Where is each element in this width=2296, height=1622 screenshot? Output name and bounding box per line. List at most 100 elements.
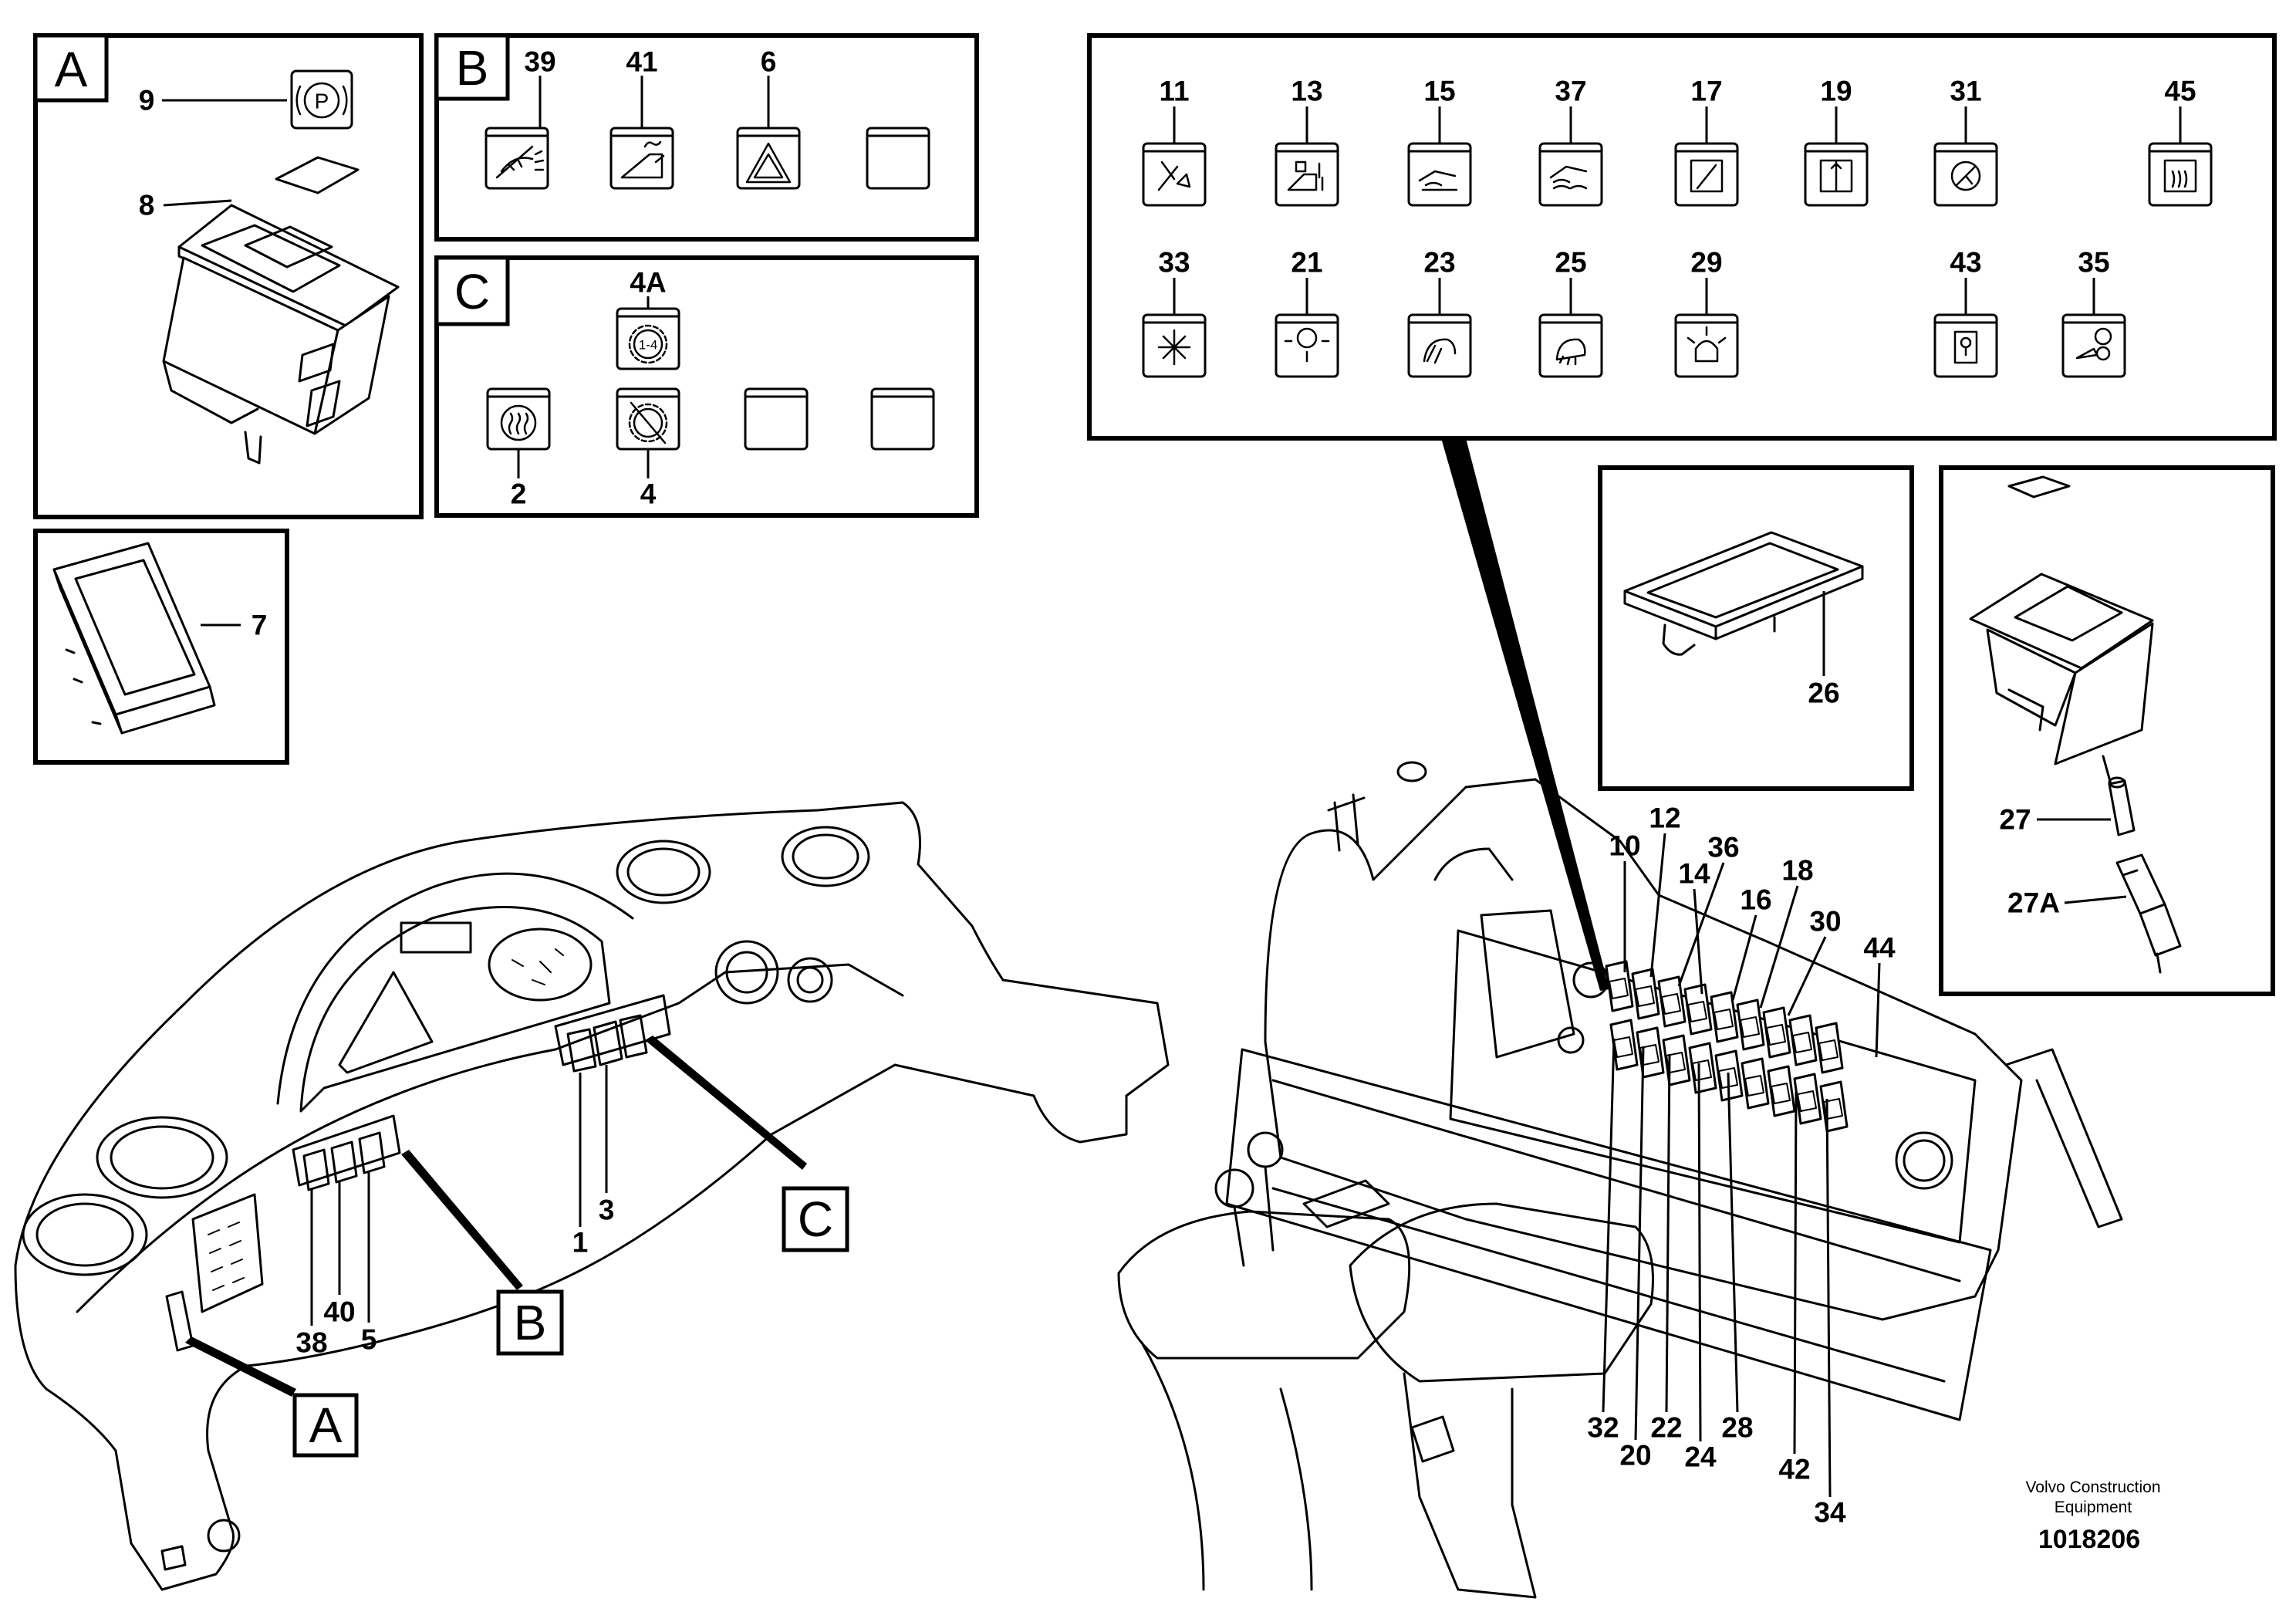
callout-6: 6 xyxy=(761,46,777,78)
callout-30: 30 xyxy=(1809,906,1841,938)
dash-tag-b-box xyxy=(496,1289,564,1356)
callout-43: 43 xyxy=(1950,247,1981,279)
dash-tag-c: C xyxy=(798,1191,833,1247)
panel-c: C 4A 1-4 2 4 xyxy=(434,255,979,518)
bulb-holder-drawing xyxy=(2115,853,2182,974)
panel-c-frame xyxy=(434,255,979,518)
callout-42: 42 xyxy=(1778,1454,1810,1485)
symbol-panel-pointer xyxy=(1441,438,1609,991)
switch-29-icon xyxy=(1674,313,1739,378)
callout-44: 44 xyxy=(1863,932,1896,964)
switch-symbol-25: 25 xyxy=(1538,247,1603,378)
switch-with-bulb-drawing xyxy=(1969,475,2154,786)
leader-27a xyxy=(2064,895,2127,904)
blank-switch-b xyxy=(866,127,930,190)
leader-12 xyxy=(1649,833,1666,978)
switch-43-icon xyxy=(1933,313,1998,378)
panel-a-tag: A xyxy=(55,42,88,97)
panel-26: 26 xyxy=(1598,465,1914,791)
switch-symbol-21: 21 xyxy=(1275,247,1339,378)
blank-switch-c2 xyxy=(870,387,935,451)
callout-8: 8 xyxy=(139,190,155,221)
panel-c-tag: C xyxy=(454,264,490,319)
leader-36 xyxy=(1677,862,1725,987)
callout-41: 41 xyxy=(626,46,657,78)
company-name-line-2: Equipment xyxy=(2055,1499,2132,1516)
panel-c-tag-box xyxy=(434,255,510,326)
callout-31: 31 xyxy=(1950,76,1981,107)
gear-selector-switch-symbol: 1-4 xyxy=(616,307,680,370)
callout-15: 15 xyxy=(1423,76,1455,107)
callout-4: 4 xyxy=(640,478,657,510)
switch-symbol-17: 17 xyxy=(1674,76,1739,207)
panel-27-frame xyxy=(1939,465,2275,996)
callout-17: 17 xyxy=(1690,76,1722,107)
callout-45: 45 xyxy=(2164,76,2196,107)
leader-16 xyxy=(1731,914,1757,1001)
callout-34: 34 xyxy=(1814,1497,1846,1529)
pointer-a xyxy=(185,1336,296,1397)
callout-16: 16 xyxy=(1740,884,1771,916)
callout-32: 32 xyxy=(1587,1412,1619,1444)
switch-17-icon xyxy=(1674,142,1739,207)
drawing-number: 1018206 xyxy=(2038,1525,2140,1554)
panel-b-tag: B xyxy=(456,40,489,96)
callout-12: 12 xyxy=(1649,803,1680,834)
callout-29: 29 xyxy=(1690,247,1722,279)
panel-b: B 39 41 6 xyxy=(434,33,979,242)
leader-8 xyxy=(163,199,232,207)
switch-symbol-13: 13 xyxy=(1275,76,1339,207)
front-wiper-switch-symbol xyxy=(485,127,549,190)
leader-44 xyxy=(1875,962,1881,1058)
panel-7-frame xyxy=(33,529,289,765)
callout-28: 28 xyxy=(1721,1412,1753,1444)
blank-switch-c1 xyxy=(744,387,809,451)
dash-tag-b: B xyxy=(514,1295,547,1350)
callout-5: 5 xyxy=(361,1324,377,1356)
panel-27: 27 27A xyxy=(1939,465,2275,996)
switch-symbol-11: 11 xyxy=(1142,76,1207,207)
callout-36: 36 xyxy=(1707,832,1739,863)
leader-42 xyxy=(1793,1089,1798,1455)
callout-13: 13 xyxy=(1291,76,1322,107)
dashboard-drawing xyxy=(14,801,1170,1591)
leader-24 xyxy=(1697,1063,1702,1442)
leader-22 xyxy=(1665,1053,1671,1413)
callout-25: 25 xyxy=(1555,247,1586,279)
panel-b-frame xyxy=(434,33,979,242)
callout-9: 9 xyxy=(139,85,155,117)
company-name-line-1: Volvo Construction xyxy=(2025,1478,2160,1496)
callout-4a: 4A xyxy=(630,267,666,299)
callout-24: 24 xyxy=(1684,1441,1717,1473)
rocker-switch-drawing xyxy=(162,156,400,465)
gear-disengage-switch-symbol xyxy=(616,387,680,451)
dash-tag-a: A xyxy=(309,1397,343,1453)
switch-31-icon xyxy=(1933,142,1998,207)
callout-21: 21 xyxy=(1291,247,1322,279)
switch-symbol-23: 23 xyxy=(1407,247,1472,378)
gear-range-label: 1-4 xyxy=(639,338,658,353)
leader-32 xyxy=(1602,1038,1616,1413)
panel-a-tag-box xyxy=(33,33,109,103)
callout-10: 10 xyxy=(1609,830,1640,862)
panel-26-frame xyxy=(1598,465,1914,791)
switch-symbol-37: 37 xyxy=(1538,76,1603,207)
leader-30 xyxy=(1787,936,1827,1016)
callout-40: 40 xyxy=(323,1296,355,1328)
switch-symbol-31: 31 xyxy=(1933,76,1998,207)
pointer-b xyxy=(401,1150,523,1290)
parking-brake-icon: P xyxy=(290,69,353,130)
dash-tag-c-box xyxy=(782,1186,849,1252)
switch-symbol-33: 33 xyxy=(1142,247,1207,378)
callout-27: 27 xyxy=(1999,804,2031,836)
bulb-drawing xyxy=(2108,776,2136,836)
symbol-panel-frame xyxy=(1087,33,2277,441)
pointer-c xyxy=(645,1036,807,1170)
panel-a: A 9 P 8 xyxy=(33,33,424,519)
callout-27a: 27A xyxy=(2007,887,2060,919)
